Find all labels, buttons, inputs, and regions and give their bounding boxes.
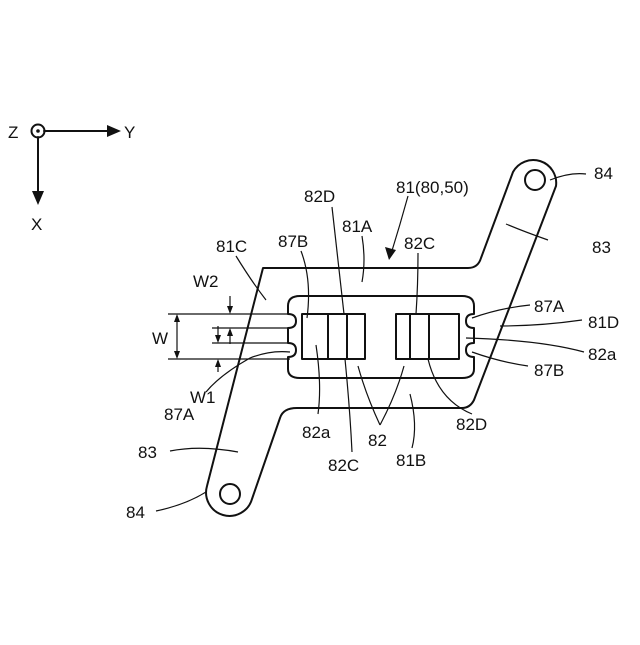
leader-83-top bbox=[506, 224, 548, 240]
pin-hole-top-icon bbox=[525, 170, 545, 190]
coil-right-body bbox=[396, 314, 459, 359]
pin-hole-bottom-icon bbox=[220, 484, 240, 504]
label-81d: 81D bbox=[588, 313, 619, 332]
leader-87a-left bbox=[206, 352, 290, 392]
label-82c-bottom: 82C bbox=[328, 456, 359, 475]
leader-87b-left bbox=[301, 251, 309, 318]
label-87b-left: 87B bbox=[278, 232, 308, 251]
dim-w1-arrow-up-icon bbox=[215, 359, 221, 367]
x-axis-label: X bbox=[31, 215, 42, 234]
coordinate-axes: Z Y X bbox=[8, 123, 135, 234]
leader-82a-left bbox=[316, 345, 320, 414]
label-83-bottom: 83 bbox=[138, 443, 157, 462]
y-axis-arrowhead-icon bbox=[107, 125, 121, 137]
leader-81a bbox=[362, 236, 364, 282]
label-87a-left: 87A bbox=[164, 405, 195, 424]
body-outline bbox=[206, 160, 556, 516]
label-81a: 81A bbox=[342, 217, 373, 236]
label-84-top: 84 bbox=[594, 164, 613, 183]
label-assembly: 81(80,50) bbox=[396, 178, 469, 197]
dim-w-arrow-down-icon bbox=[174, 351, 180, 359]
label-81c: 81C bbox=[216, 237, 247, 256]
z-axis-label: Z bbox=[8, 123, 18, 142]
dim-w2-arrow-up-icon bbox=[227, 328, 233, 336]
label-84-bottom: 84 bbox=[126, 503, 145, 522]
x-axis-arrowhead-icon bbox=[32, 191, 44, 205]
leader-82-right bbox=[380, 366, 404, 425]
leader-82-left bbox=[358, 366, 380, 425]
leader-82c-top bbox=[416, 253, 418, 314]
y-axis-label: Y bbox=[124, 123, 135, 142]
coil-left bbox=[302, 314, 365, 359]
z-axis-dot-icon bbox=[36, 129, 40, 133]
dim-w-arrow-up-icon bbox=[174, 314, 180, 322]
leader-81b bbox=[410, 394, 415, 448]
inner-window bbox=[288, 296, 474, 378]
body-outer-contour bbox=[206, 160, 556, 516]
dimension-lines bbox=[168, 296, 290, 372]
label-w2: W2 bbox=[193, 272, 219, 291]
leader-87a-right bbox=[472, 305, 530, 318]
leader-81d bbox=[500, 320, 582, 326]
label-82c-top: 82C bbox=[404, 234, 435, 253]
leader-81c bbox=[236, 256, 266, 300]
label-82: 82 bbox=[368, 431, 387, 450]
leader-83-bottom bbox=[170, 448, 238, 452]
dim-w1-arrow-icon bbox=[215, 335, 221, 343]
label-w: W bbox=[152, 329, 168, 348]
dim-w2-arrow-icon bbox=[227, 306, 233, 314]
label-82d-bottom: 82D bbox=[456, 415, 487, 434]
leader-84-bottom bbox=[156, 492, 206, 511]
coil-right bbox=[396, 314, 459, 359]
label-82a-left: 82a bbox=[302, 423, 331, 442]
leader-82d-bottom bbox=[428, 359, 472, 414]
label-81b: 81B bbox=[396, 451, 426, 470]
leader-assembly-arrow-icon bbox=[385, 247, 396, 260]
leader-87b-right bbox=[472, 352, 528, 366]
label-87b-right: 87B bbox=[534, 361, 564, 380]
reference-labels: 81(80,50) 82D 81A 87B 81C 82C 84 83 W2 W… bbox=[126, 164, 619, 522]
coil-left-body bbox=[302, 314, 365, 359]
label-83-top: 83 bbox=[592, 238, 611, 257]
label-82a-right: 82a bbox=[588, 345, 617, 364]
leader-82c-bottom bbox=[345, 359, 352, 452]
label-87a-right: 87A bbox=[534, 297, 565, 316]
label-82d-top: 82D bbox=[304, 187, 335, 206]
leader-82a-right bbox=[466, 338, 584, 352]
